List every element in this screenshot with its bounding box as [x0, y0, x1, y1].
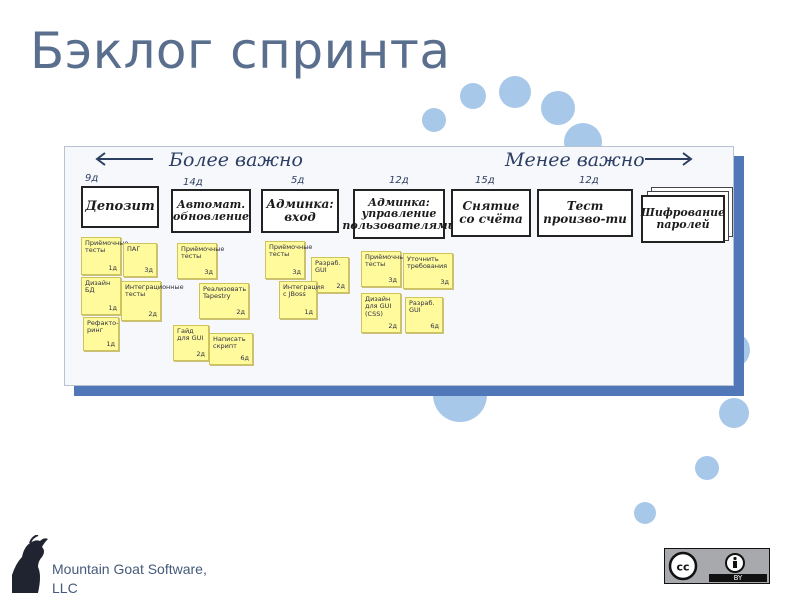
footer-line-1: Mountain Goat Software,: [52, 561, 207, 577]
story-estimate: 12д: [579, 175, 599, 186]
story-estimate: 12д: [389, 175, 409, 186]
footer-line-2: LLC: [52, 580, 78, 596]
by-label: BY: [709, 574, 767, 582]
story-card: Админка: управление пользователями: [342, 189, 456, 239]
mountain-goat-logo: [12, 535, 48, 593]
story-estimate: 15д: [475, 175, 495, 186]
task-board: Более важно Менее важно 9д 14д 5д 12д 15…: [64, 146, 734, 386]
task-note: Дизайн для GUI (CSS)2д: [361, 293, 401, 333]
story-card: Тест произво-ти: [537, 189, 633, 237]
svg-text:cc: cc: [676, 561, 689, 574]
cc-by-license-badge[interactable]: cc BY: [664, 548, 770, 584]
page-title: Бэклог спринта: [30, 22, 451, 80]
story-card: Автомат. обновление: [171, 189, 251, 233]
story-card: Шифрование паролей: [641, 195, 725, 243]
footer-company: Mountain Goat Software, LLC: [52, 560, 207, 598]
cc-icon: cc: [668, 551, 745, 581]
more-important-label: Более важно: [169, 149, 303, 171]
story-estimate: 14д: [183, 177, 203, 188]
less-important-label: Менее важно: [505, 149, 645, 171]
story-estimate: 5д: [291, 175, 305, 186]
story-card: Депозит: [81, 186, 159, 228]
board-photo: Более важно Менее важно 9д 14д 5д 12д 15…: [65, 147, 733, 385]
story-card: Снятие со счёта: [451, 189, 531, 237]
story-card: Админка: вход: [261, 189, 339, 233]
story-estimate: 9д: [85, 173, 99, 184]
priority-arrows: [95, 152, 693, 166]
